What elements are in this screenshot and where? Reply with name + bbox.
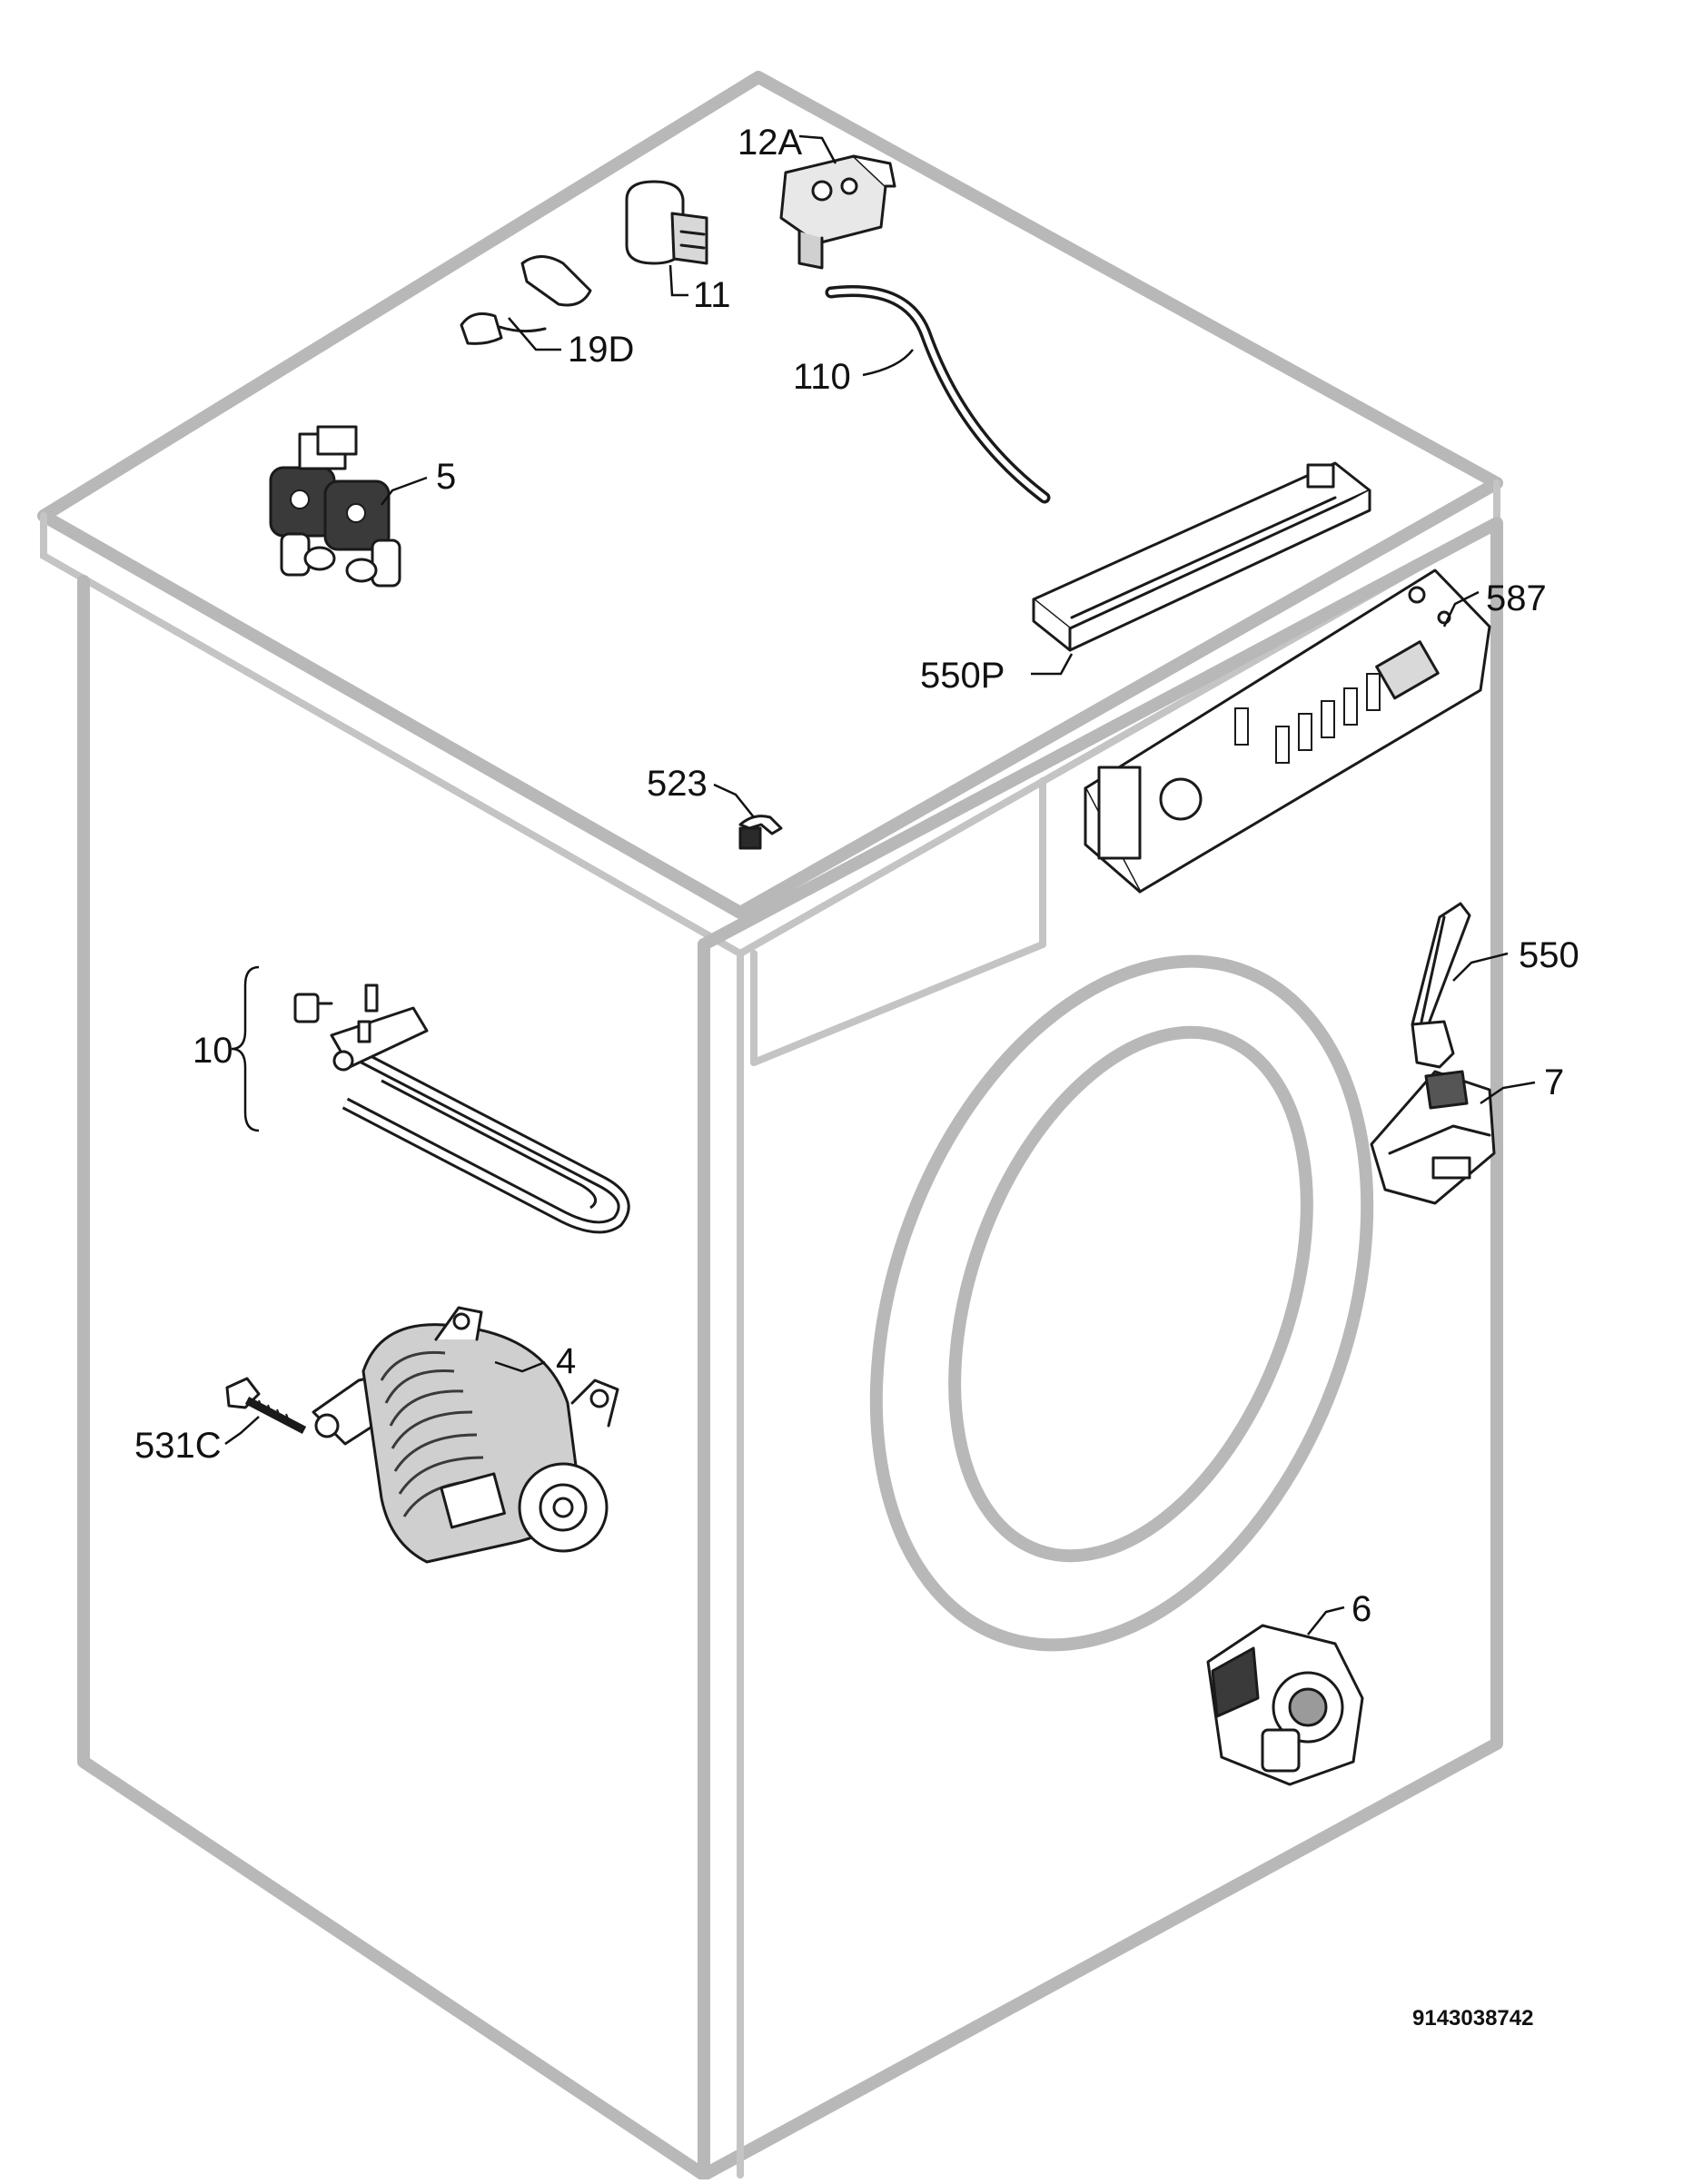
label-587: 587 xyxy=(1486,578,1547,618)
door-lock-part xyxy=(1370,1070,1496,1205)
label-4: 4 xyxy=(556,1341,576,1381)
part-labels: 12A 11 19D 110 5 587 550P 523 10 550 7 4… xyxy=(134,123,1579,2031)
electronic-module-part xyxy=(1084,568,1491,894)
inlet-valve-part xyxy=(269,425,401,588)
cabinet-outline xyxy=(37,71,1503,2181)
bolt-part xyxy=(225,1377,307,1434)
label-523: 523 xyxy=(647,764,708,804)
clip-part xyxy=(738,815,783,850)
label-11: 11 xyxy=(693,275,731,315)
label-550P: 550P xyxy=(920,656,1005,696)
control-panel-part xyxy=(1032,461,1371,652)
label-12A: 12A xyxy=(738,123,802,163)
motor-part xyxy=(312,1306,619,1564)
pressure-switch-part xyxy=(779,154,896,270)
drain-pump-part xyxy=(1206,1624,1364,1786)
label-6: 6 xyxy=(1351,1589,1371,1629)
heater-part xyxy=(293,983,630,1234)
capacitor-part xyxy=(625,180,708,265)
label-10: 10 xyxy=(193,1031,233,1071)
label-550: 550 xyxy=(1519,935,1579,975)
leader-lines xyxy=(224,134,1536,1636)
suppressor-part xyxy=(460,255,592,345)
drawing-code: 9143038742 xyxy=(1412,2006,1533,2031)
label-110: 110 xyxy=(793,357,851,397)
label-7: 7 xyxy=(1544,1062,1564,1102)
label-19D: 19D xyxy=(568,330,634,370)
door-handle-part xyxy=(1411,902,1471,1069)
label-5: 5 xyxy=(436,457,456,497)
hose-part xyxy=(825,285,1051,504)
label-531C: 531C xyxy=(134,1426,222,1466)
